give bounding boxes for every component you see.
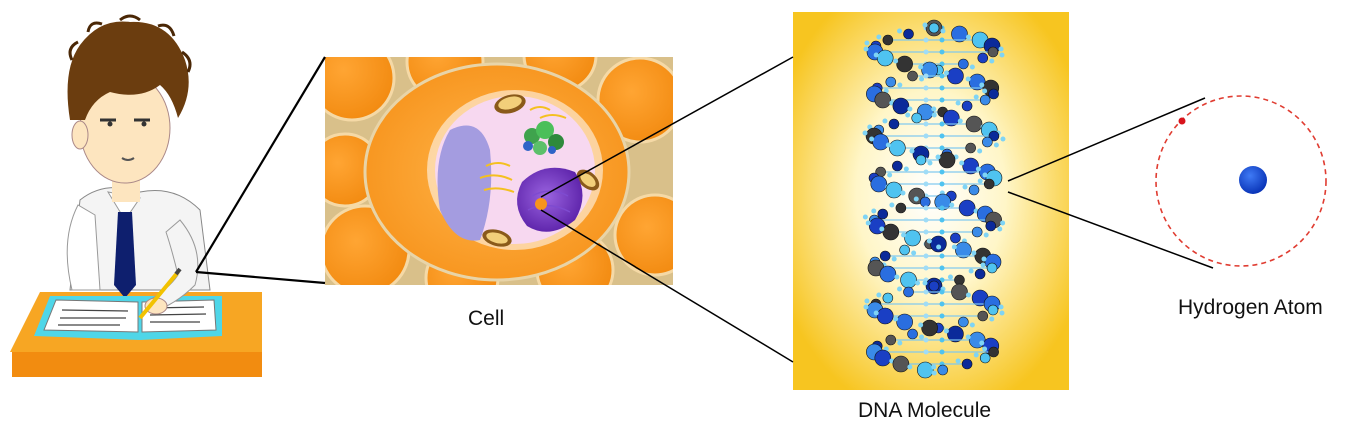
pencil <box>138 270 180 320</box>
cell-illustration <box>325 57 673 285</box>
student-illustration <box>10 14 262 377</box>
dna-helix <box>862 19 1006 379</box>
hydrogen-atom-label: Hydrogen Atom <box>1178 296 1323 319</box>
hair <box>67 21 189 120</box>
zoom-line-student-top <box>195 56 326 273</box>
zoom-line-cell-bottom <box>540 209 794 363</box>
atom-nucleus <box>1239 166 1267 194</box>
hydrogen-atom-illustration <box>1155 95 1327 267</box>
electron <box>1178 117 1186 125</box>
tie <box>114 212 136 298</box>
nucleolus <box>535 198 547 210</box>
zoom-line-cell-top <box>540 56 794 198</box>
electron-orbit <box>1155 95 1327 267</box>
zoom-lines-fine <box>540 56 1214 363</box>
dna-molecule-label: DNA Molecule <box>858 399 992 422</box>
desk-front <box>12 352 262 377</box>
zoom-lines <box>195 56 326 285</box>
zoom-line-student-bottom <box>195 270 326 285</box>
endoplasmic-reticulum <box>523 121 564 155</box>
dna-molecule-illustration <box>793 12 1069 390</box>
zoom-line-dna-bottom <box>1007 191 1214 269</box>
zoom-line-dna-top <box>1007 97 1206 182</box>
cell-label: Cell <box>468 307 505 330</box>
vacuole <box>437 125 492 241</box>
